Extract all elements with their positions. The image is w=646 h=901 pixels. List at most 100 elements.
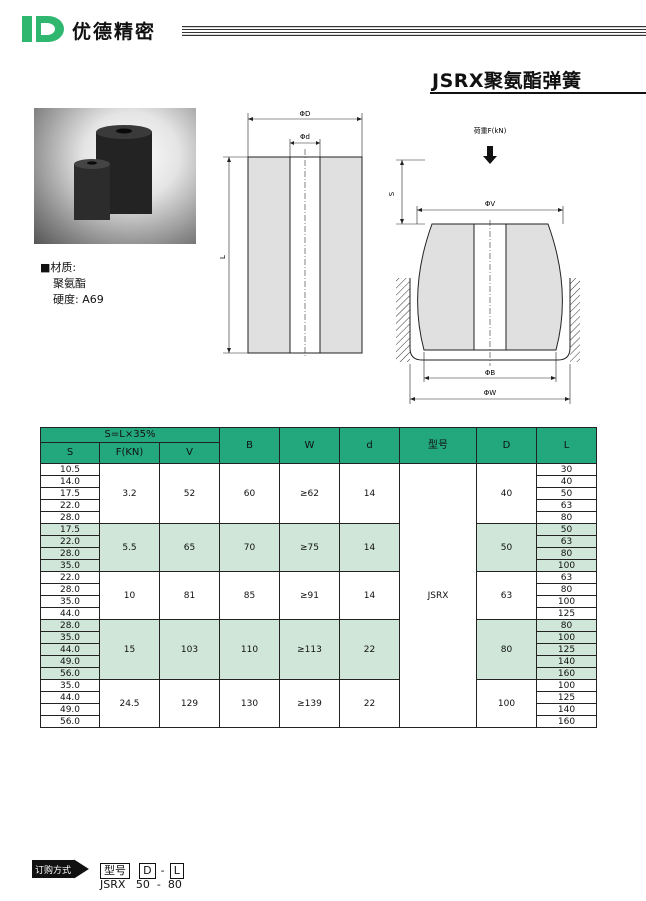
cell-S: 28.0: [40, 619, 100, 632]
cell-L: 100: [536, 559, 597, 572]
cell-L: 125: [536, 607, 597, 620]
cell-V: 65: [159, 523, 220, 572]
cell-d: 14: [339, 523, 400, 572]
header-model: 型号: [399, 427, 477, 464]
order-keys: 型号 D - L: [100, 859, 184, 879]
header-F: F(KN): [99, 442, 160, 464]
order-badge: 订购方式: [32, 859, 89, 879]
order-dash: -: [160, 864, 165, 877]
cell-B: 60: [219, 463, 280, 524]
cell-L: 160: [536, 667, 597, 680]
cell-S: 17.5: [40, 523, 100, 536]
cell-D: 80: [476, 619, 537, 680]
cell-F: 5.5: [99, 523, 160, 572]
order-d-key: D: [139, 863, 156, 879]
cell-L: 30: [536, 463, 597, 476]
order-l-key: L: [169, 863, 184, 879]
cell-L: 140: [536, 703, 597, 716]
cell-d: 14: [339, 463, 400, 524]
cell-F: 10: [99, 571, 160, 620]
cell-S: 44.0: [40, 607, 100, 620]
cell-D: 50: [476, 523, 537, 572]
cell-D: 100: [476, 679, 537, 728]
spring-photo-icon: [74, 125, 152, 220]
header-W: W: [279, 427, 340, 464]
cell-L: 125: [536, 691, 597, 704]
header-d: d: [339, 427, 400, 464]
logo-icon: [22, 16, 64, 42]
header-L: L: [536, 427, 597, 464]
spring-dimension-diagram: ΦD Φd L: [219, 110, 363, 357]
cell-S: 28.0: [40, 511, 100, 524]
cell-S: 22.0: [40, 535, 100, 548]
phiB-label: ΦB: [485, 369, 496, 377]
order-model-key: 型号: [100, 863, 130, 879]
header-D: D: [476, 427, 537, 464]
cell-S: 35.0: [40, 559, 100, 572]
cell-L: 80: [536, 547, 597, 560]
cell-L: 40: [536, 475, 597, 488]
cell-W: ≥62: [279, 463, 340, 524]
cell-L: 100: [536, 679, 597, 692]
hardness-value: 硬度: A69: [53, 293, 104, 306]
cell-L: 125: [536, 643, 597, 656]
cell-L: 63: [536, 571, 597, 584]
cell-L: 80: [536, 583, 597, 596]
cell-d: 22: [339, 619, 400, 680]
cell-S: 35.0: [40, 631, 100, 644]
cell-L: 63: [536, 499, 597, 512]
cell-L: 80: [536, 511, 597, 524]
cell-L: 100: [536, 631, 597, 644]
table-row: 28.0 80: [40, 511, 597, 524]
cell-S: 56.0: [40, 715, 100, 728]
cell-L: 80: [536, 619, 597, 632]
cell-F: 3.2: [99, 463, 160, 524]
cell-V: 81: [159, 571, 220, 620]
order-badge-text: 订购方式: [35, 864, 71, 876]
header-S: S: [40, 442, 100, 464]
cell-d: 22: [339, 679, 400, 728]
cell-V: 129: [159, 679, 220, 728]
material-info: ■材质: 聚氨酯 硬度: A69: [40, 260, 104, 308]
cell-S: 22.0: [40, 499, 100, 512]
cell-W: ≥139: [279, 679, 340, 728]
cell-B: 130: [219, 679, 280, 728]
title-underline: [430, 92, 646, 94]
S-label: S: [388, 191, 396, 196]
header-B: B: [219, 427, 280, 464]
cell-B: 70: [219, 523, 280, 572]
cell-W: ≥91: [279, 571, 340, 620]
product-photo: [34, 108, 196, 244]
material-label: ■材质:: [40, 261, 77, 274]
cell-model: JSRX: [399, 463, 477, 728]
cell-S: 35.0: [40, 679, 100, 692]
cell-S: 49.0: [40, 655, 100, 668]
cell-L: 50: [536, 523, 597, 536]
cell-V: 52: [159, 463, 220, 524]
cell-d: 14: [339, 571, 400, 620]
cell-B: 110: [219, 619, 280, 680]
cell-L: 63: [536, 535, 597, 548]
brand-name: 优德精密: [72, 21, 157, 43]
cell-S: 44.0: [40, 691, 100, 704]
cell-S: 35.0: [40, 595, 100, 608]
table-row: 22.0 63: [40, 535, 597, 548]
cell-F: 24.5: [99, 679, 160, 728]
phiD-label: ΦD: [300, 110, 311, 118]
cell-L: 140: [536, 655, 597, 668]
table-row: 35.0 100: [40, 631, 597, 644]
cell-W: ≥75: [279, 523, 340, 572]
